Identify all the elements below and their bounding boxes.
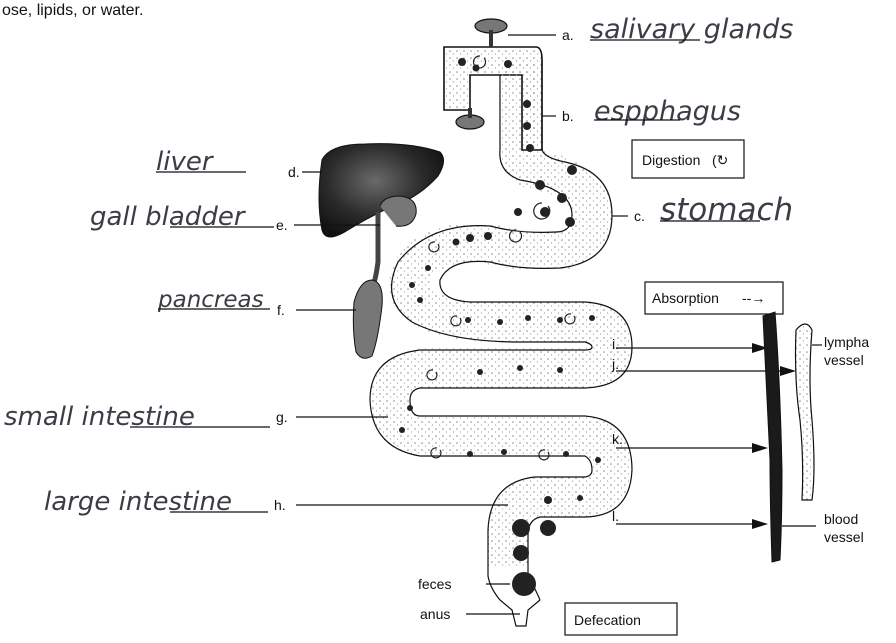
digestive-tract xyxy=(370,47,632,626)
label-letter-f: f. xyxy=(277,302,285,318)
label-letter-a: a. xyxy=(562,27,574,43)
absorption-arrow-symbol: --→ xyxy=(742,290,765,306)
label-letter-e: e. xyxy=(276,217,288,233)
digestion-symbol: (↻ xyxy=(712,152,728,168)
defecation-label: Defecation xyxy=(574,612,641,628)
label-letter-k: k. xyxy=(612,431,623,447)
blood-vessel-label-line1: blood xyxy=(824,511,858,527)
absorption-box: Absorption --→ xyxy=(645,282,783,314)
feces-label: feces xyxy=(418,576,451,592)
label-letter-c: c. xyxy=(634,208,645,224)
vessel-labels: lympha vessel blood vessel xyxy=(824,334,869,545)
header-text-fragment: ose, lipids, or water. xyxy=(2,2,143,19)
label-letter-l: l. xyxy=(612,508,619,524)
digestion-box: Digestion (↻ xyxy=(632,140,744,178)
answer-c: stomach xyxy=(660,192,793,228)
lymph-vessel xyxy=(796,324,815,500)
answer-b: espphagus xyxy=(594,96,741,127)
pancreas-shape xyxy=(353,280,382,358)
label-letter-j: j. xyxy=(611,356,619,372)
lymph-vessel-label-line2: vessel xyxy=(824,352,864,368)
label-letter-d: d. xyxy=(288,164,300,180)
label-letter-b: b. xyxy=(562,108,574,124)
digestion-label: Digestion xyxy=(642,152,700,168)
liver-shape xyxy=(319,144,444,237)
anus-label: anus xyxy=(420,606,450,622)
label-letter-g: g. xyxy=(276,409,288,425)
label-letter-h: h. xyxy=(274,497,286,513)
label-letter-i: i. xyxy=(612,336,619,352)
blood-vessel-label-line2: vessel xyxy=(824,529,864,545)
defecation-box: Defecation xyxy=(565,603,677,635)
lymph-vessel-label-line1: lympha xyxy=(824,334,869,350)
absorption-label: Absorption xyxy=(652,290,719,306)
